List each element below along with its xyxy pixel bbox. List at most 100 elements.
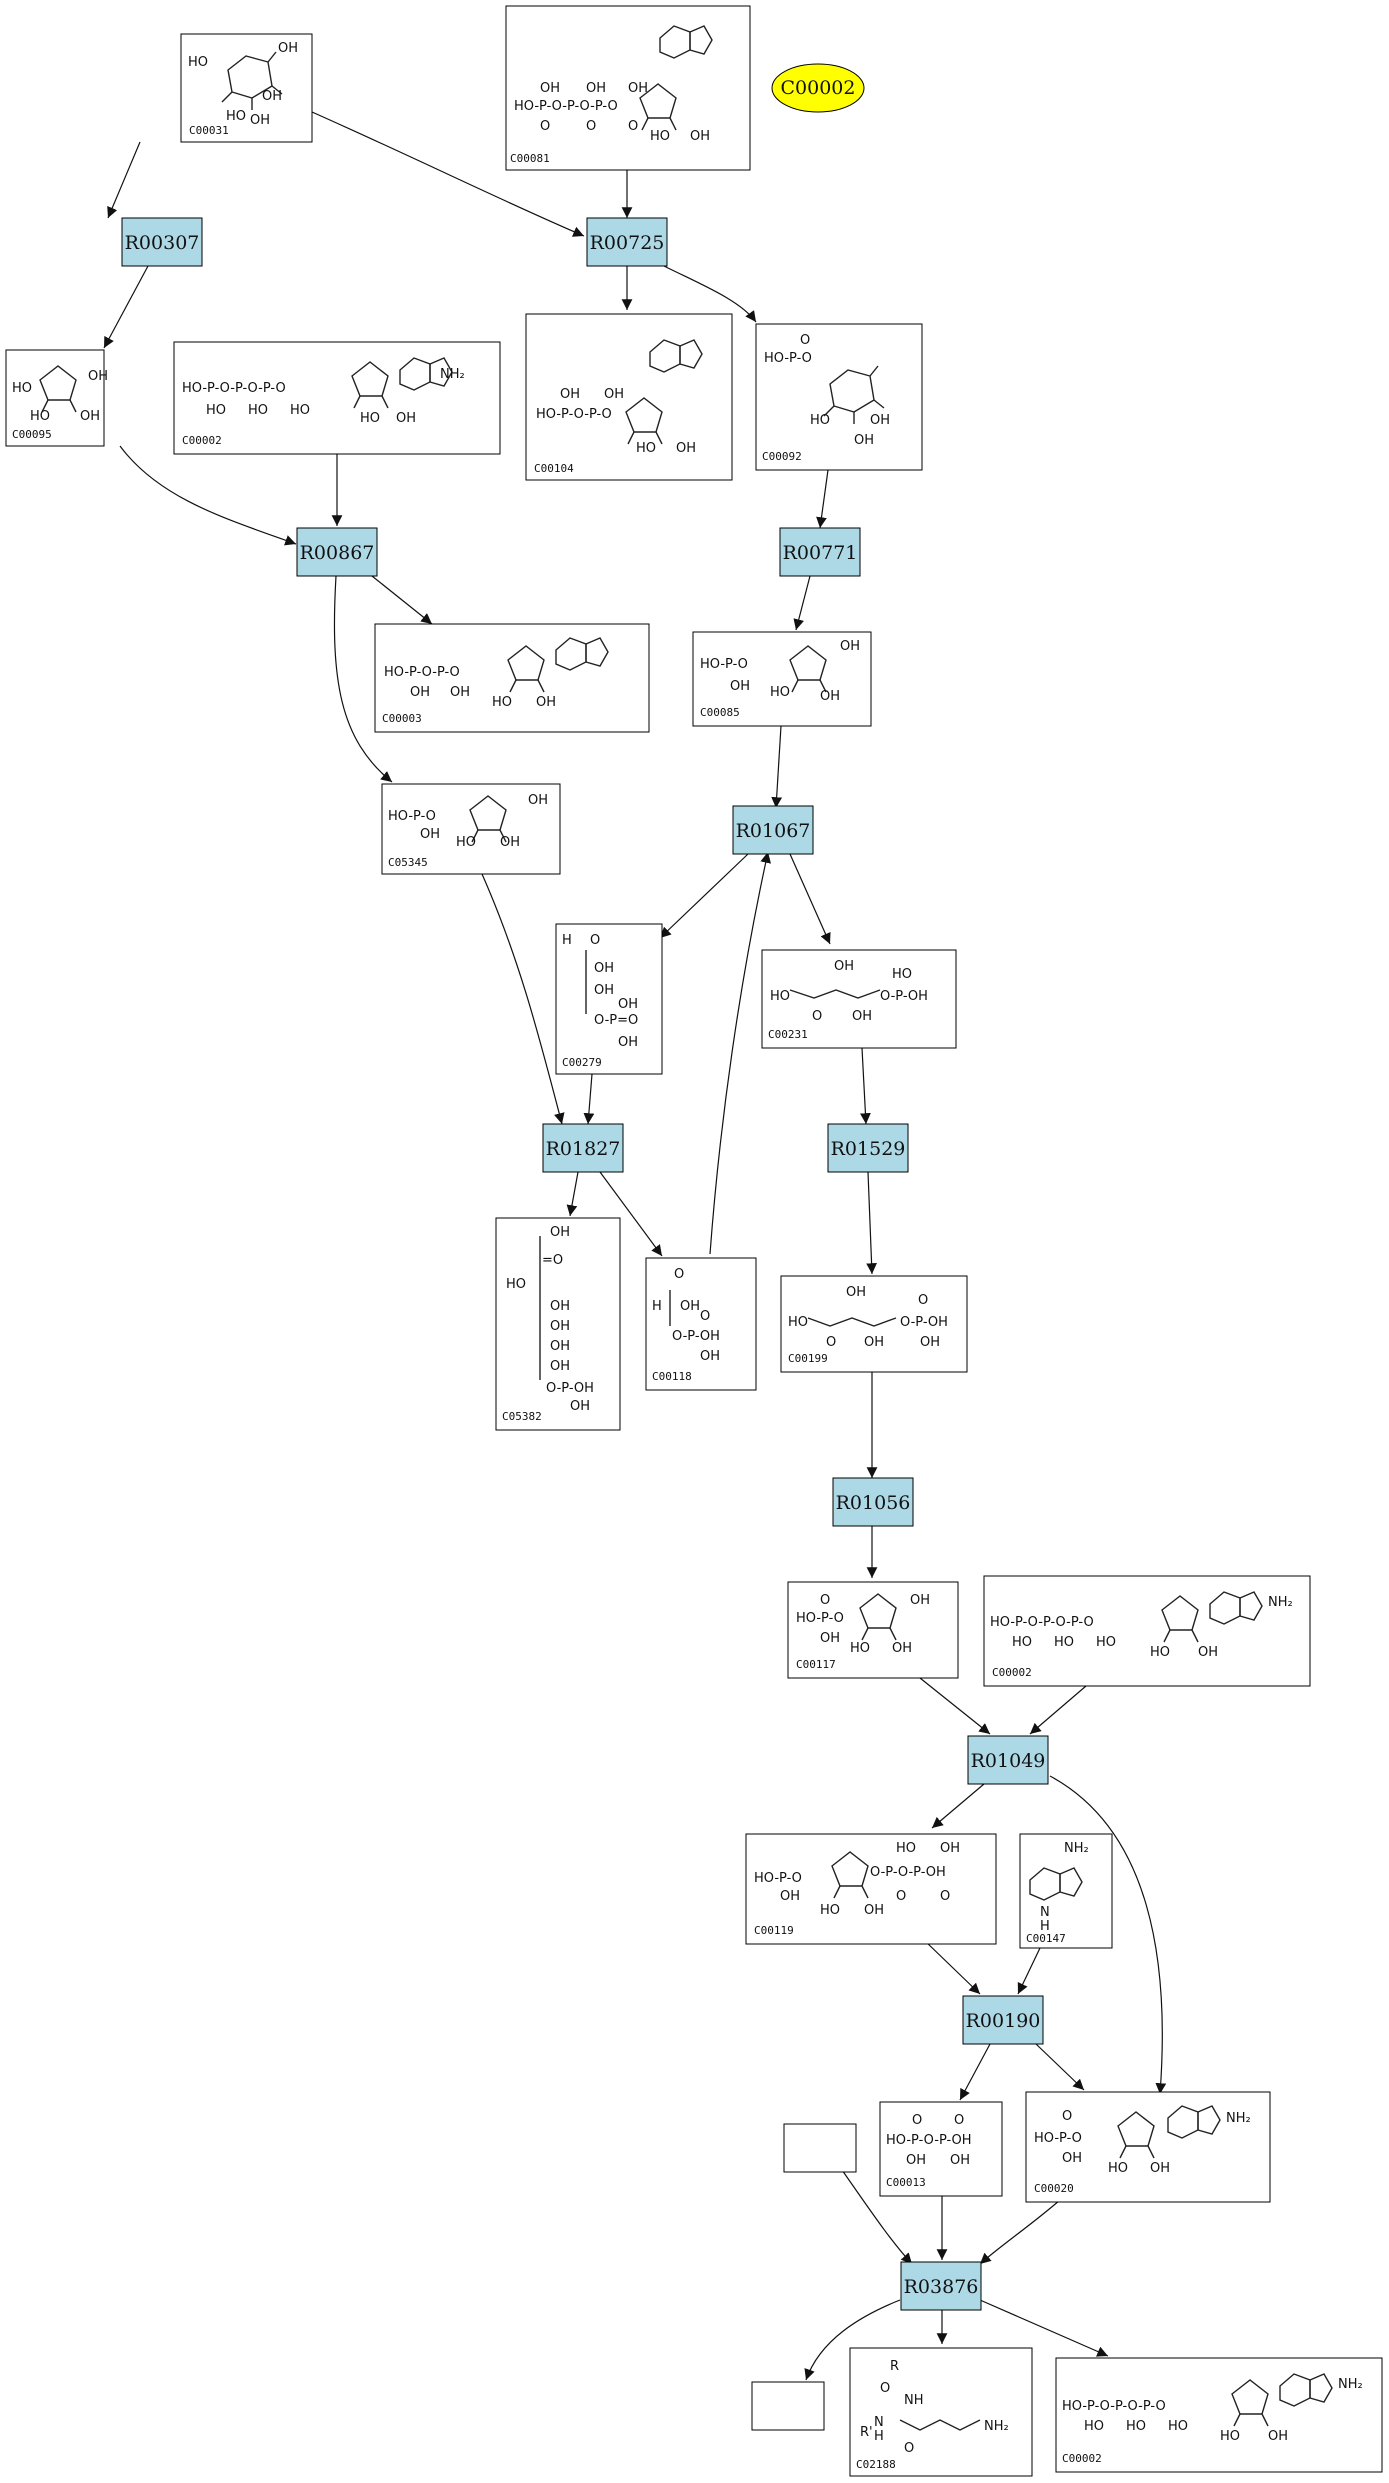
reaction-label: R01529 (831, 1138, 906, 1160)
reaction-node[interactable]: R01067 (732, 805, 814, 855)
svg-text:NH₂: NH₂ (1226, 2111, 1251, 2126)
reaction-node[interactable]: R00725 (586, 217, 668, 267)
compound-id: C00231 (768, 1028, 808, 1041)
reaction-label: R00867 (300, 542, 375, 564)
svg-text:OH: OH (500, 835, 520, 850)
reaction-node[interactable]: R01056 (832, 1477, 914, 1527)
reaction-label: R01067 (736, 820, 811, 842)
svg-text:HO-P-O-P-O-P-O: HO-P-O-P-O-P-O (182, 381, 286, 396)
svg-text:NH₂: NH₂ (1268, 1595, 1293, 1610)
svg-text:O-P-OH: O-P-OH (546, 1381, 594, 1396)
reaction-node[interactable]: R00771 (779, 527, 861, 577)
compound-id: C00081 (510, 152, 550, 165)
svg-text:OH: OH (278, 41, 298, 56)
edge-r00725-c00092 (663, 265, 757, 323)
edge-r03876-c00002c (979, 2299, 1109, 2357)
svg-text:HO: HO (248, 403, 268, 418)
empty-compound-box[interactable] (751, 2381, 825, 2431)
svg-text:H: H (874, 2429, 884, 2444)
svg-text:HO: HO (30, 409, 50, 424)
edge-r03876-blank2 (804, 2299, 901, 2381)
svg-text:HO: HO (1150, 1645, 1170, 1660)
svg-text:OH: OH (628, 81, 648, 96)
svg-text:OH: OH (594, 983, 614, 998)
svg-text:OH: OH (550, 1319, 570, 1334)
edge-c00085-r01067 (771, 725, 783, 809)
reaction-label: R01827 (546, 1138, 621, 1160)
reaction-node[interactable]: R03876 (900, 2261, 982, 2311)
reaction-node[interactable]: R00867 (296, 527, 378, 577)
svg-text:N: N (1040, 1905, 1050, 1920)
svg-text:HO: HO (226, 109, 246, 124)
svg-text:HO: HO (810, 413, 830, 428)
svg-text:N: N (874, 2415, 884, 2430)
svg-text:OH: OH (864, 1903, 884, 1918)
reaction-node[interactable]: R01049 (967, 1735, 1049, 1785)
compound-id: C00119 (754, 1924, 794, 1937)
svg-text:O: O (918, 1293, 928, 1308)
svg-text:OH: OH (250, 113, 270, 128)
compound-id: C00031 (189, 124, 229, 137)
edge-r01529-c00199 (866, 1171, 877, 1275)
svg-text:OH: OH (396, 411, 416, 426)
empty-compound-box[interactable] (783, 2123, 857, 2173)
svg-text:OH: OH (1150, 2161, 1170, 2176)
svg-text:OH: OH (854, 433, 874, 448)
edge-c00092-r00771 (816, 469, 829, 529)
edge-r00867-c05345 (333, 575, 393, 783)
svg-text:O-P=O: O-P=O (594, 1013, 638, 1028)
edge-r01049-c00119 (931, 1783, 985, 1829)
svg-text:OH: OH (820, 1631, 840, 1646)
svg-text:NH: NH (904, 2393, 924, 2408)
reaction-node[interactable]: R01529 (827, 1123, 909, 1173)
svg-text:OH: OH (730, 679, 750, 694)
svg-text:O: O (880, 2381, 890, 2396)
svg-text:HO-P-O: HO-P-O (796, 1611, 844, 1626)
reaction-node[interactable]: R00190 (962, 1995, 1044, 2045)
compound-id: C00002 (1062, 2452, 1102, 2465)
svg-text:HO-P-O-P-O-P-O: HO-P-O-P-O-P-O (1062, 2399, 1166, 2414)
compound-box[interactable]: NH₂ NH C00147 (1019, 1833, 1113, 1949)
edge-c05345-r01827 (481, 873, 565, 1125)
svg-text:OH: OH (870, 413, 890, 428)
edge-c00147-r00190 (1017, 1947, 1041, 1995)
svg-text:HO-P-O: HO-P-O (700, 657, 748, 672)
edge-c00231-r01529 (860, 1047, 871, 1125)
reaction-node[interactable]: R01827 (542, 1123, 624, 1173)
svg-text:OH: OH (540, 81, 560, 96)
compound-box[interactable]: R O NH R'NH NH₂ O C02188 (849, 2347, 1033, 2477)
reaction-node[interactable]: R00307 (121, 217, 203, 267)
highlight-compound[interactable]: C00002 (771, 63, 865, 113)
svg-text:O: O (826, 1335, 836, 1350)
svg-text:HO: HO (820, 1903, 840, 1918)
svg-text:HO-P-O: HO-P-O (388, 809, 436, 824)
edge-c00002b-r01049 (1029, 1685, 1087, 1735)
compound-id: C00104 (534, 462, 574, 475)
svg-text:OH: OH (410, 685, 430, 700)
svg-text:HO: HO (12, 381, 32, 396)
svg-text:OH: OH (618, 1035, 638, 1050)
svg-text:HO-P-O-P-O-P-O: HO-P-O-P-O-P-O (514, 99, 618, 114)
svg-text:HO: HO (636, 441, 656, 456)
svg-text:R': R' (860, 2425, 873, 2440)
